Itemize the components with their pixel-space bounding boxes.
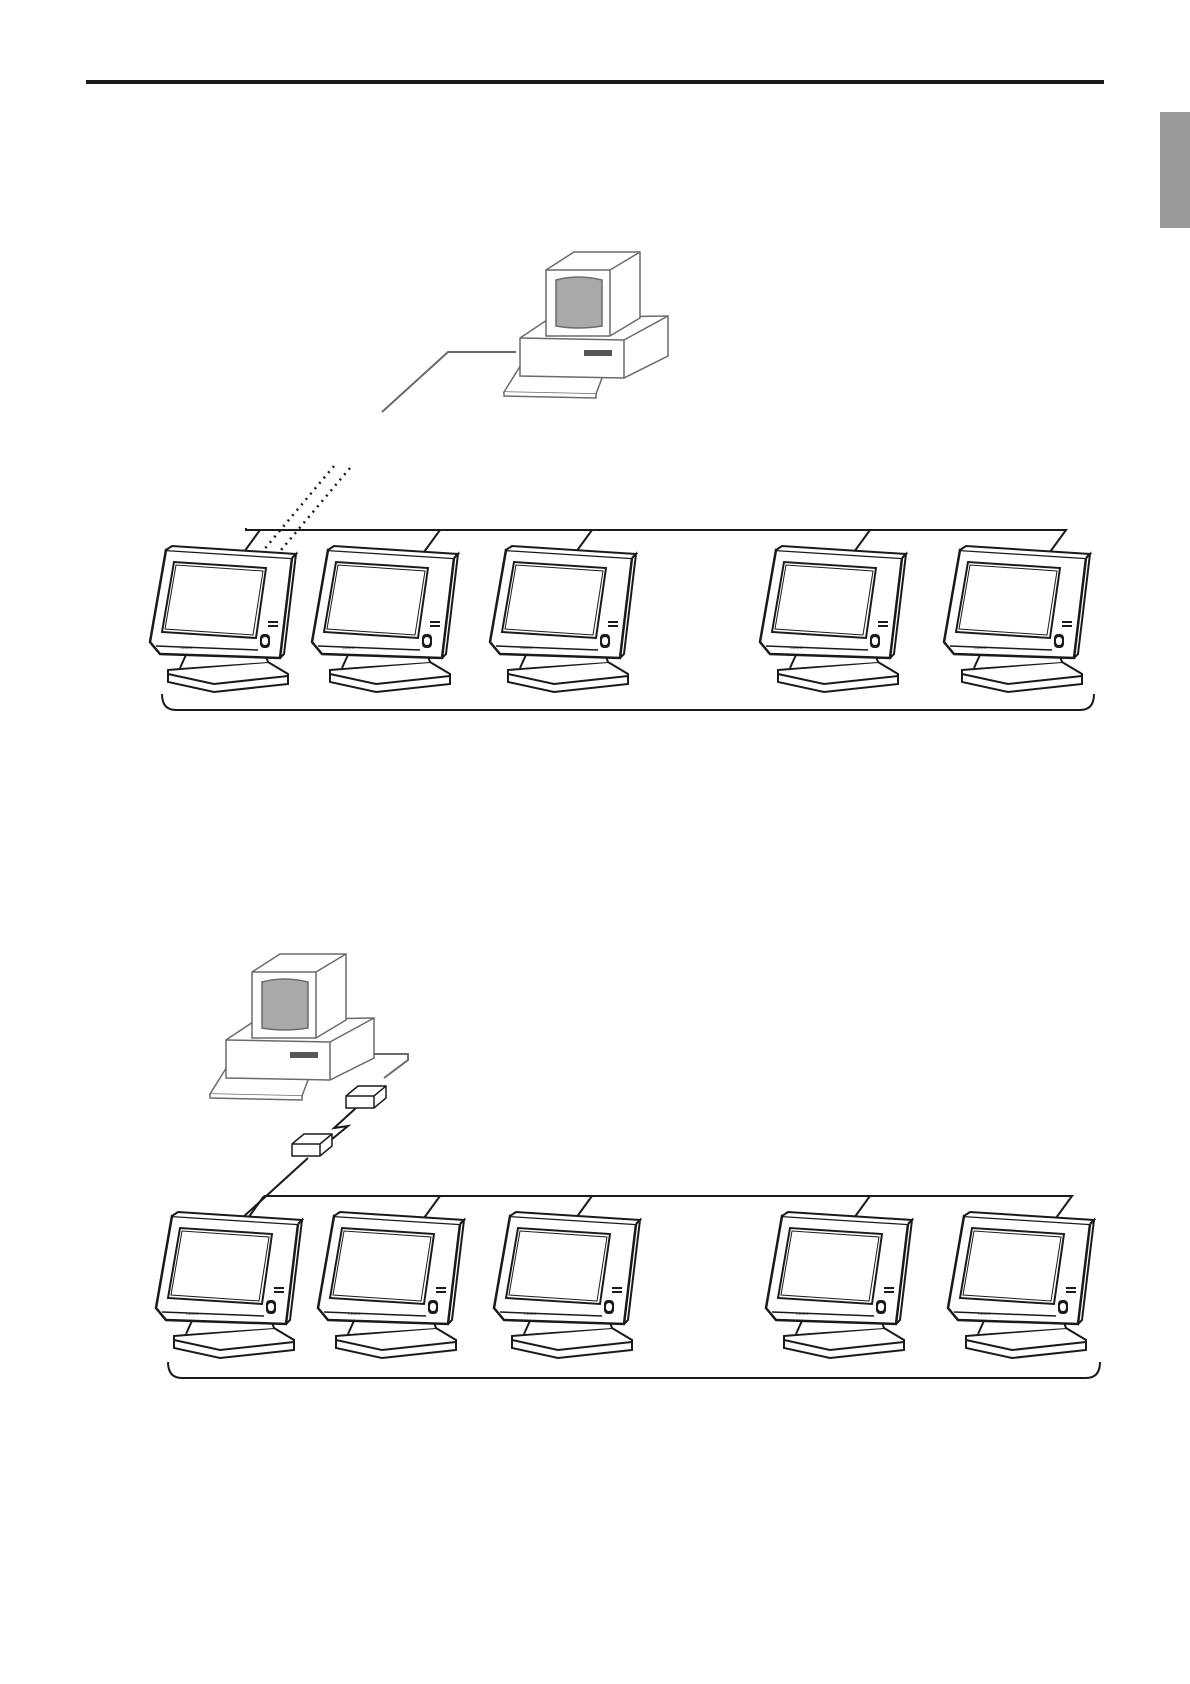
host-computer-icon: [210, 954, 374, 1100]
pos-terminal-icon: [948, 1212, 1094, 1358]
pos-terminal-icon: [156, 1212, 302, 1358]
pos-terminal-icon: [494, 1212, 640, 1358]
diagram-2: [156, 954, 1100, 1378]
modem-icon: [346, 1086, 386, 1108]
pos-terminal-icon: [312, 546, 458, 692]
pos-terminal-icon: [766, 1212, 912, 1358]
pos-terminal-icon: [490, 546, 636, 692]
diagram-1: [150, 252, 1094, 710]
host-connection-line: [382, 352, 516, 412]
pos-terminal-icon: [150, 546, 296, 692]
host-computer-icon: [504, 252, 668, 398]
dotted-link-2: [276, 468, 350, 556]
group-brace: [162, 694, 1094, 710]
pos-terminal-icon: [760, 546, 906, 692]
modem-icon: [292, 1134, 332, 1156]
pos-terminal-icon: [318, 1212, 464, 1358]
group-brace: [168, 1362, 1100, 1378]
pos-terminal-icon: [944, 546, 1090, 692]
host-modem-line: [374, 1054, 408, 1078]
modem-terminal-line: [242, 1158, 308, 1218]
dotted-link-1: [262, 466, 334, 552]
